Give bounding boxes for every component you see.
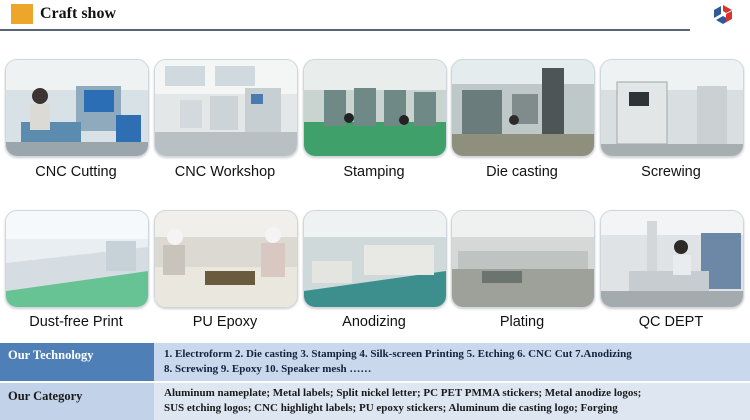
page-header: Craft show: [0, 0, 750, 32]
photo-cnc-cutting: [5, 59, 149, 157]
category-label: Our Category: [8, 389, 83, 403]
brand-logo-icon: [710, 2, 736, 28]
page-title: Craft show: [40, 5, 116, 22]
caption-stamping: Stamping: [343, 164, 405, 180]
category-label-cell: Our Category: [0, 383, 154, 420]
photo-dust-free-print: [5, 210, 149, 308]
header-rule: [0, 29, 690, 31]
caption-plating: Plating: [499, 314, 545, 330]
category-value: Aluminum nameplate; Metal labels; Split …: [164, 386, 748, 416]
caption-anodizing: Anodizing: [342, 314, 406, 330]
photo-pu-epoxy: [154, 210, 298, 308]
category-line-2: SUS etching logos; CNC highlight labels;…: [164, 402, 618, 414]
technology-row: Our Technology 1. Electroform 2. Die cas…: [0, 343, 750, 381]
technology-line-1: 1. Electroform 2. Die casting 3. Stampin…: [164, 348, 632, 360]
technology-value: 1. Electroform 2. Die casting 3. Stampin…: [164, 347, 748, 377]
caption-screwing: Screwing: [641, 164, 701, 180]
photo-stamping: [303, 59, 447, 157]
caption-die-casting: Die casting: [486, 164, 558, 180]
technology-label: Our Technology: [8, 348, 94, 362]
photo-plating: [451, 210, 595, 308]
category-line-1: Aluminum nameplate; Metal labels; Split …: [164, 387, 642, 399]
caption-cnc-cutting: CNC Cutting: [35, 164, 117, 180]
caption-cnc-workshop: CNC Workshop: [174, 164, 276, 180]
technology-label-cell: Our Technology: [0, 343, 154, 381]
info-table: Our Technology 1. Electroform 2. Die cas…: [0, 343, 750, 420]
title-accent-square: [11, 4, 33, 24]
caption-qc-dept: QC DEPT: [638, 314, 704, 330]
caption-dust-free-print: Dust-free Print: [29, 314, 123, 330]
caption-pu-epoxy: PU Epoxy: [192, 314, 258, 330]
category-row: Our Category Aluminum nameplate; Metal l…: [0, 383, 750, 420]
photo-cnc-workshop: [154, 59, 298, 157]
photo-die-casting: [451, 59, 595, 157]
photo-anodizing: [303, 210, 447, 308]
photo-screwing: [600, 59, 744, 157]
photo-qc-dept: [600, 210, 744, 308]
technology-line-2: 8. Screwing 9. Epoxy 10. Speaker mesh ……: [164, 363, 372, 375]
